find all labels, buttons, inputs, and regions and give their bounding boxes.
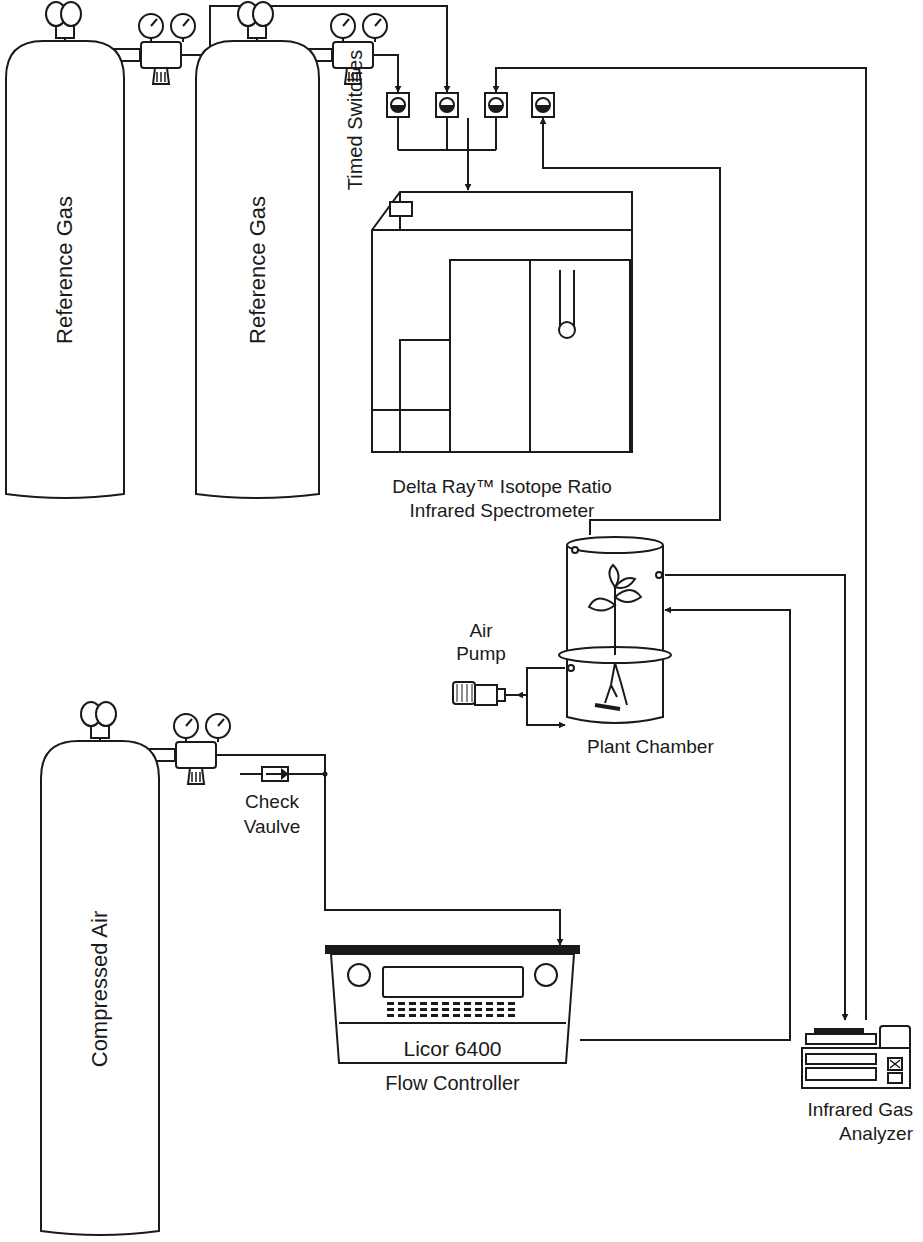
sw-node: Timed Switches (385, 92, 557, 118)
cylinder-label: Reference Gas (244, 196, 270, 344)
gas-analyzer-illustration (800, 1020, 915, 1090)
chamber-caption: Plant Chamber (587, 735, 714, 759)
device-caption: Flow Controller (325, 1071, 580, 1096)
plant-chamber-illustration (565, 535, 665, 725)
spec-node: Delta Ray™ Isotope Ratio Infrared Spectr… (370, 190, 635, 455)
pump-label: Air Pump (445, 620, 517, 666)
spectrometer-illustration (370, 190, 635, 455)
gas-line (467, 118, 469, 190)
irga-node: Infrared Gas Analyzer (800, 1020, 915, 1090)
cylinder-label: Compressed Air (87, 910, 113, 1067)
gas-cylinder: Reference Gas (5, 40, 125, 500)
pump-node: Air Pump (445, 620, 517, 715)
gas-cylinder: Reference Gas (195, 40, 320, 500)
instrument-caption: Delta Ray™ Isotope Ratio Infrared Spectr… (362, 475, 642, 523)
chamber-node: Plant Chamber (565, 535, 665, 725)
device-name: Licor 6400 (325, 1036, 580, 1061)
timed-switch-row (385, 92, 557, 118)
gas-line (517, 668, 565, 695)
analyzer-caption: Infrared Gas Analyzer (788, 1098, 913, 1146)
gas-cylinder: Compressed Air (40, 740, 160, 1237)
gas-line (580, 610, 790, 1040)
gas-line (665, 575, 845, 1020)
cylinder-label: Reference Gas (52, 196, 78, 344)
switch-label: Timed Switches (343, 50, 367, 190)
part-label: Check Vaulve (232, 790, 312, 839)
gas-line (517, 695, 565, 725)
licor-node: Licor 6400Flow Controller (325, 945, 580, 1065)
gas-line (160, 755, 560, 945)
